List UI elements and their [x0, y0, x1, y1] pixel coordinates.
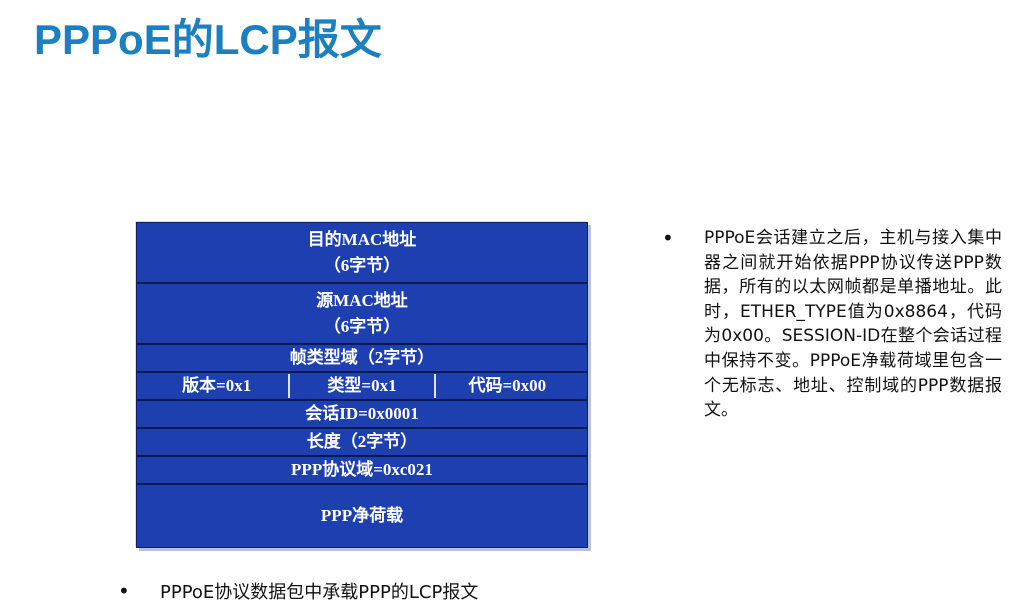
- length-field: 长度（2字节）: [137, 429, 587, 457]
- session-id-label: 会话ID=0x0001: [305, 404, 419, 423]
- ppp-payload-field: PPP净荷载: [137, 485, 587, 547]
- type-cell: 类型=0x1: [327, 376, 397, 395]
- src-mac-label: 源MAC地址: [316, 290, 408, 310]
- length-label: 长度（2字节）: [306, 432, 418, 451]
- description-text: PPPoE会话建立之后，主机与接入集中器之间就开始依据PPP协议传送PPP数据，…: [704, 228, 1002, 421]
- bullet-icon: •: [662, 226, 674, 250]
- version-cell: 版本=0x1: [182, 376, 252, 395]
- page-title: PPPoE的LCP报文: [34, 16, 382, 63]
- pppoe-frame-diagram: 目的MAC地址 （6字节） 源MAC地址 （6字节） 帧类型域（2字节） 版本=…: [136, 222, 588, 548]
- src-mac-size: （6字节）: [323, 316, 401, 336]
- cell-separator: [433, 374, 436, 398]
- session-id-field: 会话ID=0x0001: [137, 401, 587, 429]
- cell-separator: [288, 374, 291, 398]
- code-cell: 代码=0x00: [468, 376, 547, 395]
- bullet-icon: •: [118, 579, 130, 603]
- frame-type-label: 帧类型域（2字节）: [289, 348, 435, 367]
- ppp-protocol-label: PPP协议域=0xc021: [291, 460, 433, 479]
- src-mac-field: 源MAC地址 （6字节）: [137, 284, 587, 345]
- version-type-code-field: 版本=0x1 类型=0x1 代码=0x00: [137, 373, 587, 401]
- dest-mac-size: （6字节）: [323, 255, 401, 275]
- description-bullet: • PPPoE会话建立之后，主机与接入集中器之间就开始依据PPP协议传送PPP数…: [662, 226, 1002, 423]
- caption-text: PPPoE协议数据包中承载PPP的LCP报文: [160, 582, 479, 603]
- caption-bullet: • PPPoE协议数据包中承载PPP的LCP报文: [118, 578, 478, 604]
- dest-mac-field: 目的MAC地址 （6字节）: [137, 223, 587, 284]
- frame-type-field: 帧类型域（2字节）: [137, 345, 587, 373]
- ppp-protocol-field: PPP协议域=0xc021: [137, 457, 587, 485]
- dest-mac-label: 目的MAC地址: [307, 229, 417, 249]
- ppp-payload-label: PPP净荷载: [320, 506, 404, 525]
